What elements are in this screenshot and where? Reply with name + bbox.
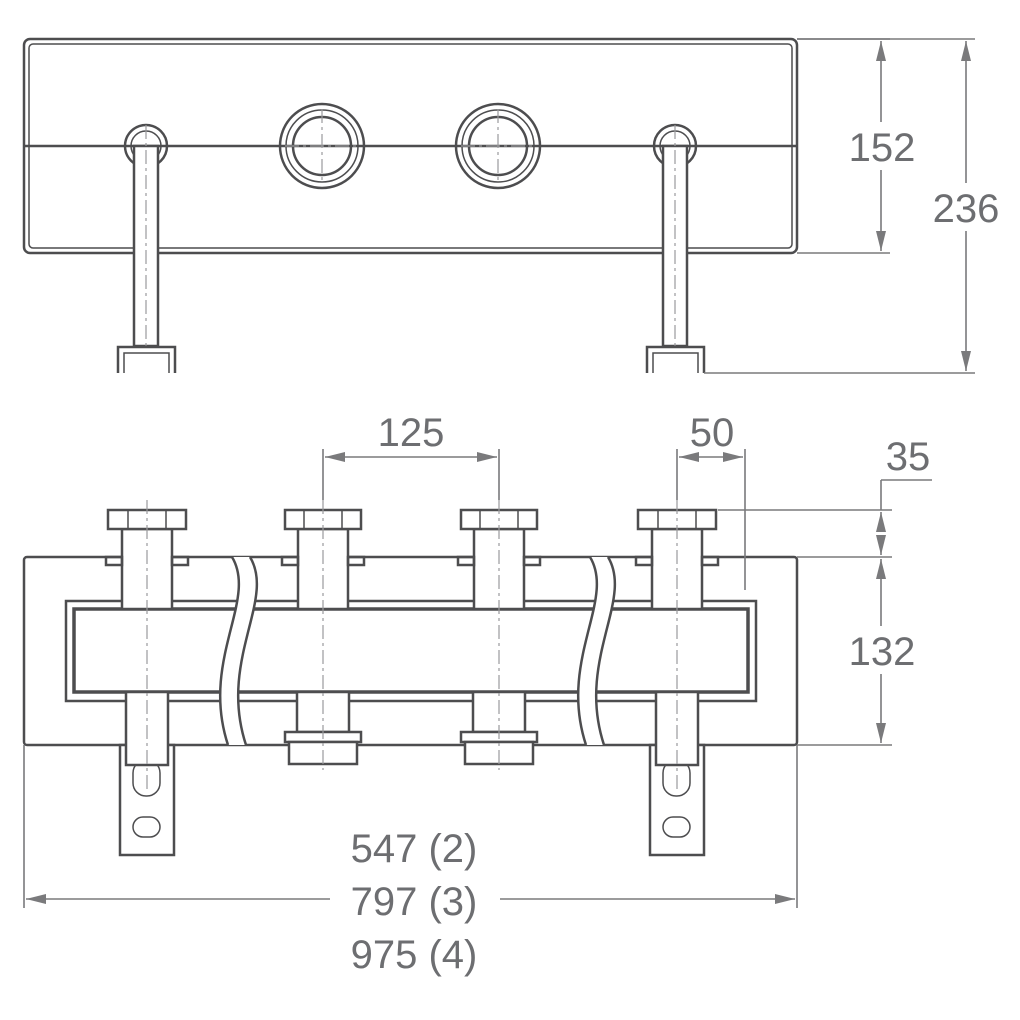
dimension-label: 152 (849, 126, 916, 170)
dimension-label: 35 (886, 435, 931, 479)
left-bracket-rod (116, 123, 177, 373)
header-pipe (72, 607, 750, 694)
front-view-housing (22, 555, 799, 747)
front-view: 125 50 35 132 (22, 411, 932, 977)
dimension-label: 132 (849, 630, 916, 674)
dimension-label: 50 (690, 411, 735, 455)
break-line-left (218, 556, 259, 746)
dimension-label: 125 (378, 411, 445, 455)
top-view: 152 236 (22, 37, 1006, 374)
length-label-2: 547 (2) (351, 827, 478, 871)
dimension-125: 125 (322, 411, 500, 500)
top-port-right (454, 102, 542, 190)
top-port-left (278, 102, 366, 190)
dimension-35: 35 (718, 435, 932, 558)
dimension-overall-length: 547 (2) 797 (3) 975 (4) (23, 745, 798, 977)
dimension-236: 236 (704, 38, 1006, 374)
dimension-50: 50 (676, 411, 746, 590)
right-support (634, 500, 720, 857)
dimension-label: 236 (933, 187, 1000, 231)
dimension-152: 152 (797, 38, 924, 254)
left-support (104, 500, 190, 857)
length-label-3: 797 (3) (351, 880, 478, 924)
port-3 (456, 500, 542, 770)
port-2 (280, 500, 366, 770)
length-label-4: 975 (4) (351, 933, 478, 977)
right-bracket-rod (645, 123, 706, 373)
dimension-132: 132 (797, 559, 924, 746)
break-line-right (576, 556, 617, 746)
